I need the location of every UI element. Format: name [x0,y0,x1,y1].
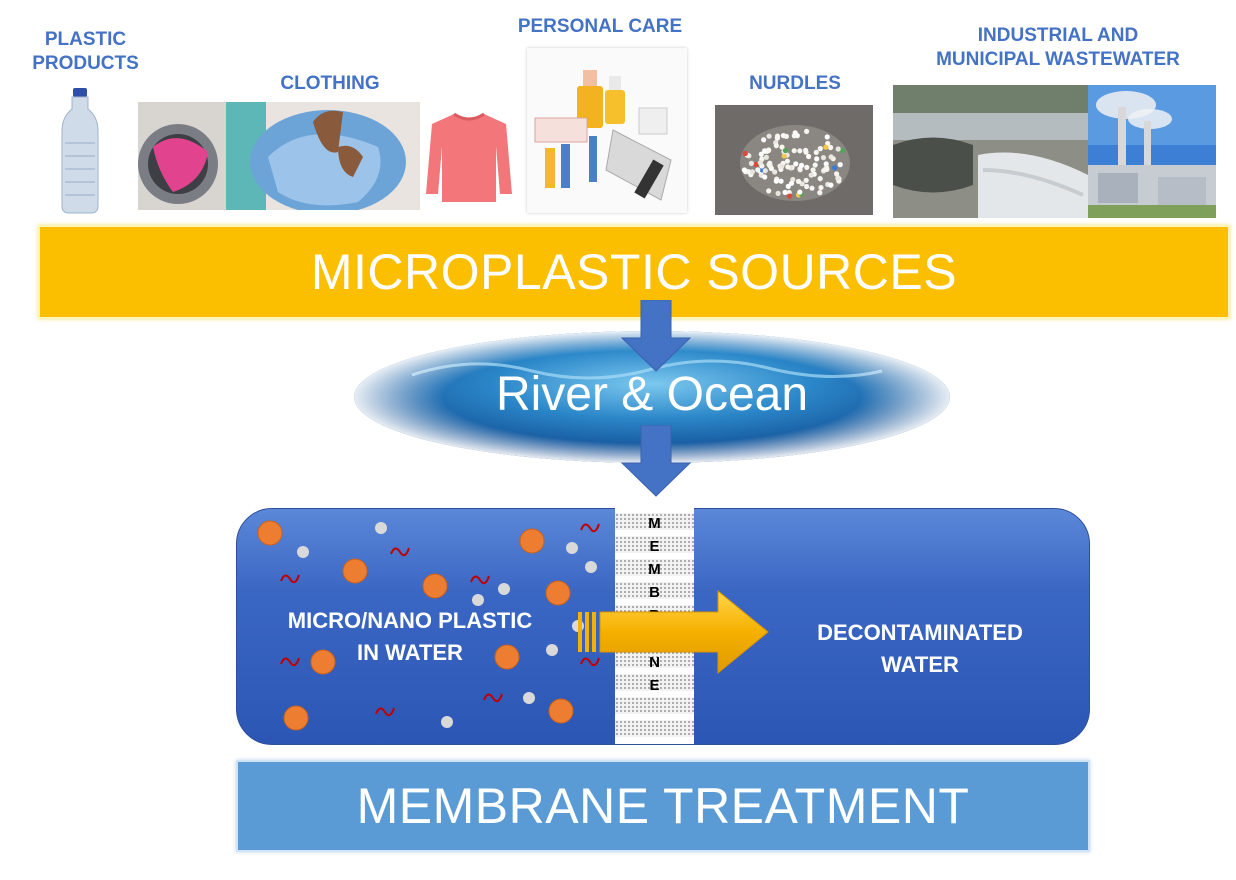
nurdle-pellet [835,175,841,181]
membrane-letter: E [649,676,660,694]
microplastic-sources-banner: MICROPLASTIC SOURCES [38,225,1230,319]
nurdle-pellet [774,133,781,139]
nurdle-pellet [797,189,803,195]
nurdle-pellet [785,164,791,170]
nurdle-pellet [817,190,823,196]
nurdle-pellet [817,146,823,152]
nurdle-pellet [765,147,772,154]
membrane-letter: E [649,538,660,556]
nurdle-pellet [806,153,812,160]
label-clothing: CLOTHING [280,73,380,94]
nurdles-image [715,105,873,215]
nurdle-pellet [824,134,830,140]
sweater-image [420,102,518,210]
nurdle-pellet [823,144,829,150]
nurdle-pellet [828,182,834,188]
nurdle-pellet [782,189,788,195]
nurdle-pellet [787,193,793,199]
label-personal-care: PERSONAL CARE [517,16,683,37]
membrane-treatment-banner: MEMBRANE TREATMENT [236,760,1090,852]
nurdle-pellet [832,165,838,171]
nurdle-pellet [753,161,759,168]
nurdle-pellet [795,178,802,184]
nurdle-pellet [772,169,778,175]
nurdle-pellet [755,167,761,173]
nurdle-pellet [835,146,841,152]
nurdle-pellet [766,188,772,194]
nurdle-pellet [766,162,772,168]
nurdle-pellet [814,156,820,162]
nurdle-pellet [742,150,748,157]
nurdle-pellet [804,164,810,170]
arrow-down-2 [620,425,692,497]
label-plastic-products: PLASTIC PRODUCTS [32,29,139,74]
nurdle-pellet [779,144,785,150]
nurdle-pellet [784,158,790,164]
nurdle-pellet [837,162,843,168]
nurdle-pellet [785,183,791,189]
wastewater-image [893,85,1088,218]
bottle-image [55,88,105,214]
nurdle-pellet [773,143,779,149]
microplastic-sources-title: MICROPLASTIC SOURCES [310,244,958,300]
nurdle-pellet [810,167,816,173]
factory-image [1088,85,1216,218]
nurdle-pellet [775,190,781,196]
nurdle-pellet [799,162,805,168]
membrane-letter: N [649,653,660,671]
label-nurdles: NURDLES [749,73,841,94]
membrane-letter: M [648,515,661,532]
nurdle-pellet [839,147,846,154]
nurdle-pellet [804,183,810,190]
nurdle-pellet [749,169,755,175]
nurdle-pellet [808,172,814,178]
nurdle-pellet [791,148,797,154]
nurdle-pellet [820,155,827,161]
flow-arrow [578,590,769,675]
nurdle-pellet [809,185,815,191]
nurdle-pellet [793,161,799,167]
nurdle-pellet [783,133,789,139]
nurdle-pellet [804,128,810,134]
nurdle-pellet [779,163,785,169]
nurdle-pellet [741,167,747,173]
nurdle-pellet [766,133,772,139]
nurdle-pellet [803,177,809,183]
membrane-treatment-title: MEMBRANE TREATMENT [356,778,970,834]
nurdle-pellet [782,147,789,154]
decontaminated-water-label: DECONTAMINATED WATER [817,620,1023,677]
nurdle-pellet [813,149,819,155]
nurdle-pellet [792,130,798,136]
nurdle-pellet [758,151,764,157]
arrow-down-1 [620,300,692,372]
nurdle-pellet [803,147,809,153]
clothing-image [138,102,420,210]
nurdle-pellet [834,171,840,177]
nurdle-pellet [781,153,787,159]
membrane-letter: M [648,561,661,579]
nurdle-pellet [828,144,834,151]
ocean-image [354,331,950,463]
nurdle-pellet [762,168,768,174]
nurdle-pellet [824,165,830,171]
nurdle-pellet [773,178,779,184]
nurdle-pellet [828,154,834,160]
nurdle-pellet [778,178,784,184]
nurdle-pellet [761,137,767,143]
nurdle-pellet [818,185,824,191]
nurdle-pellet [817,176,823,182]
nurdle-pellet [748,160,754,166]
personal-care-image [527,48,687,213]
micro-nano-plastic-label: MICRO/NANO PLASTIC IN WATER [287,608,533,665]
nurdle-pellet [788,180,795,186]
nurdle-pellet [762,148,768,154]
membrane-letter: B [649,584,660,602]
nurdle-pellet [797,148,803,154]
nurdle-pellet [762,174,768,180]
nurdle-pellet [757,160,763,166]
river-ocean-label: River & Ocean [495,368,809,421]
label-wastewater: INDUSTRIAL AND MUNICIPAL WASTEWATER [936,25,1180,70]
nurdle-pellet [812,162,818,168]
nurdle-pellet [763,154,769,160]
